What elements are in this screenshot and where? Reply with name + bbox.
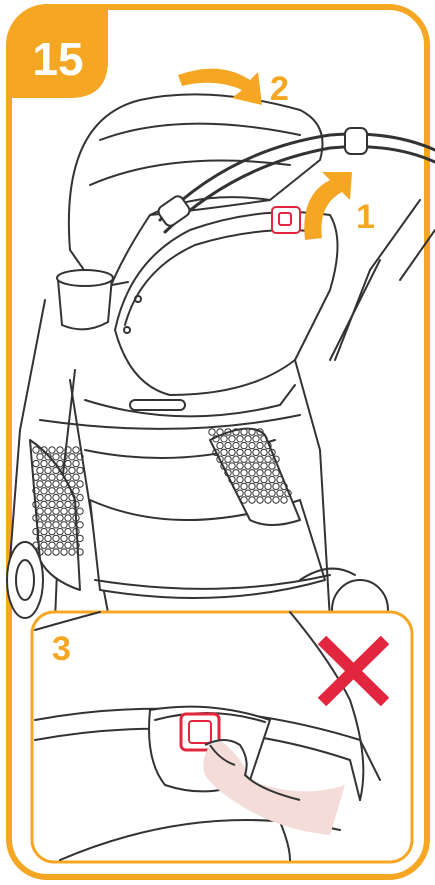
step-badge: 15 xyxy=(9,7,108,98)
step-number: 15 xyxy=(32,33,83,85)
release-button xyxy=(272,207,300,233)
callout-number-3: 3 xyxy=(52,630,71,668)
callout-number-1: 1 xyxy=(356,198,375,236)
detail-inset xyxy=(32,612,412,862)
callout-number-2: 2 xyxy=(270,70,289,108)
